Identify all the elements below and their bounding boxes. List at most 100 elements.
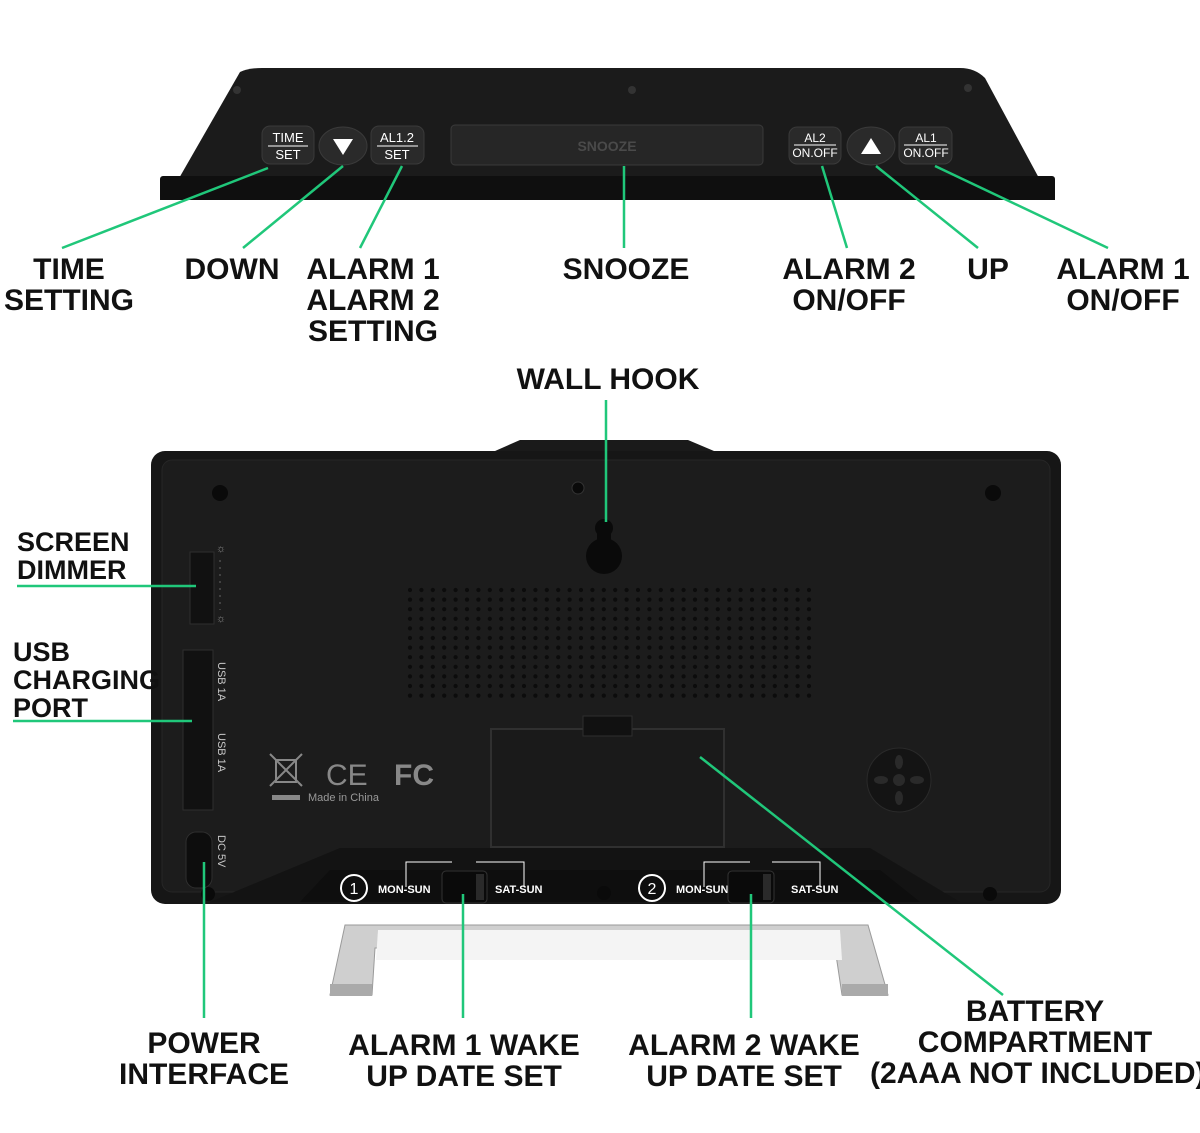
grille-hole xyxy=(556,693,561,698)
grille-hole xyxy=(738,616,743,621)
grille-hole xyxy=(430,616,435,621)
alarm1-sat-sun: SAT-SUN xyxy=(495,884,543,896)
grille-hole xyxy=(464,683,470,689)
grille-hole xyxy=(704,664,709,669)
time-set-button[interactable]: TIME SET xyxy=(261,125,315,165)
alarm2-day-switch[interactable]: 2 MON-SUN SAT-SUN MON-FRI xyxy=(638,861,839,920)
ce-mark: CE xyxy=(326,759,368,792)
grille-hole xyxy=(567,683,572,689)
grille-hole xyxy=(670,597,675,602)
grille-hole xyxy=(510,635,515,641)
snooze-bar[interactable]: SNOOZE xyxy=(450,124,764,166)
grille-hole xyxy=(453,683,458,689)
grille-hole xyxy=(442,645,447,650)
grille-hole xyxy=(784,597,789,602)
al1-onoff-button[interactable]: AL1 ON.OFF xyxy=(898,126,953,165)
grille-hole xyxy=(749,626,755,631)
grille-hole xyxy=(590,645,595,650)
usb-label-2: USB 1A xyxy=(215,733,227,773)
grille-hole xyxy=(715,655,720,660)
grille-hole xyxy=(784,655,789,660)
grille-hole xyxy=(442,664,447,669)
dc-power-jack[interactable]: DC 5V xyxy=(185,831,227,889)
grille-hole xyxy=(567,664,572,669)
grille-hole xyxy=(419,645,424,650)
grille-hole xyxy=(749,635,755,641)
grille-hole xyxy=(784,587,789,593)
grille-hole xyxy=(613,616,618,621)
grille-hole xyxy=(670,616,675,621)
grille-hole xyxy=(510,626,515,631)
alarm1-day-switch[interactable]: 1 MON-SUN SAT-SUN MON-FRI xyxy=(340,861,543,920)
grille-hole xyxy=(727,626,732,631)
grille-hole xyxy=(601,607,606,612)
grille-hole xyxy=(510,655,515,660)
grille-hole xyxy=(430,693,435,698)
grille-hole xyxy=(704,616,709,621)
grille-hole xyxy=(624,674,629,679)
grille-hole xyxy=(795,607,800,612)
grille-hole xyxy=(681,607,686,612)
grille-hole xyxy=(442,693,447,698)
grille-hole xyxy=(556,587,561,593)
grille-hole xyxy=(806,607,812,612)
grille-hole xyxy=(521,674,527,679)
grille-hole xyxy=(590,635,595,641)
grille-hole xyxy=(407,674,413,679)
grille-hole xyxy=(453,645,458,650)
grille-hole xyxy=(453,626,458,631)
grille-hole xyxy=(647,693,652,698)
grille-hole xyxy=(670,607,675,612)
grille-hole xyxy=(727,655,732,660)
grille-hole xyxy=(772,616,777,621)
grille-hole xyxy=(658,693,663,698)
grille-hole xyxy=(772,587,777,593)
label-time-setting: TIME SETTING xyxy=(3,253,134,317)
grille-hole xyxy=(738,626,743,631)
up-button[interactable] xyxy=(846,126,896,166)
grille-hole xyxy=(704,635,709,641)
grille-hole xyxy=(499,635,504,641)
grille-hole xyxy=(795,626,800,631)
grille-hole xyxy=(430,674,435,679)
grille-hole xyxy=(521,693,527,698)
grille-hole xyxy=(487,683,492,689)
metal-stand xyxy=(329,924,889,996)
grille-hole xyxy=(704,693,709,698)
grille-hole xyxy=(704,645,709,650)
grille-hole xyxy=(772,655,777,660)
grille-hole xyxy=(795,693,800,698)
grille-hole xyxy=(533,607,538,612)
grille-hole xyxy=(601,693,606,698)
al12-set-button[interactable]: AL1.2 SET xyxy=(370,125,425,165)
screen-dimmer-slider[interactable]: ☼ ☼ xyxy=(189,543,226,625)
al2-onoff-button[interactable]: AL2 ON.OFF xyxy=(788,126,842,165)
grille-hole xyxy=(806,683,812,689)
grille-hole xyxy=(578,655,584,660)
grille-hole xyxy=(590,683,595,689)
grille-hole xyxy=(681,655,686,660)
grille-hole xyxy=(430,655,435,660)
grille-hole xyxy=(658,655,663,660)
grille-hole xyxy=(442,635,447,641)
grille-hole xyxy=(784,607,789,612)
grille-hole xyxy=(442,597,447,602)
grille-hole xyxy=(544,664,549,669)
usb-ports[interactable]: USB 1A USB 1A xyxy=(182,649,227,811)
grille-hole xyxy=(681,587,686,593)
grille-hole xyxy=(544,683,549,689)
back-leader-lines xyxy=(13,400,1004,1018)
clock-top-view: TIME SET AL1.2 SET SNOOZE AL2 ON.OFF xyxy=(160,68,1055,200)
grille-hole xyxy=(487,645,492,650)
grille-hole xyxy=(590,597,595,602)
grille-hole xyxy=(749,597,755,602)
al2-onoff-line1: AL2 xyxy=(804,131,826,145)
grille-hole xyxy=(453,693,458,698)
down-button[interactable] xyxy=(318,126,368,166)
grille-hole xyxy=(704,655,709,660)
grille-hole xyxy=(590,626,595,631)
grille-hole xyxy=(692,693,698,698)
grille-hole xyxy=(761,655,766,660)
grille-hole xyxy=(567,616,572,621)
grille-hole xyxy=(453,635,458,641)
